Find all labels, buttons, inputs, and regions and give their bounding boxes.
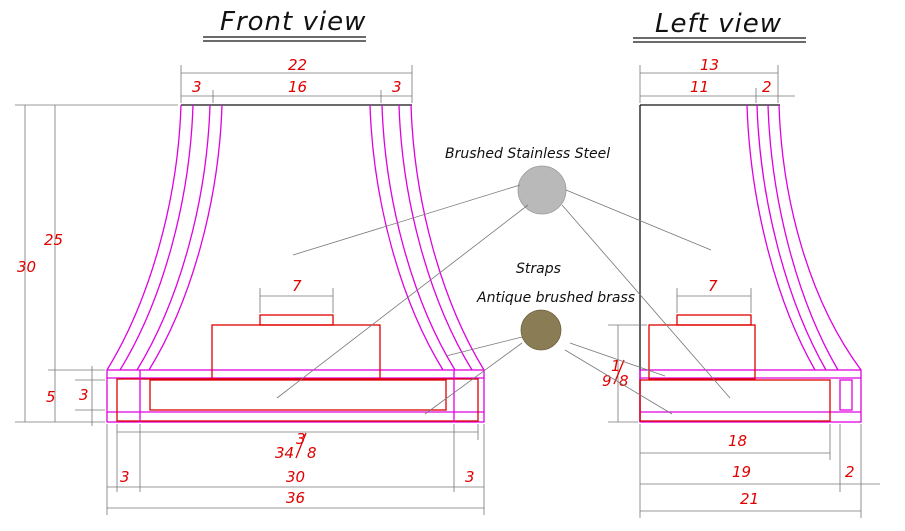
left-strap-block: [648, 324, 756, 380]
front-strap-dim: [259, 288, 334, 313]
brass-swatch: [520, 309, 562, 351]
front-dim-top-right: 3: [392, 78, 402, 96]
left-dim-bottom-inner: 18: [728, 432, 747, 450]
left-view-title: Left view: [655, 9, 782, 39]
front-dim-bottom-total: 36: [286, 489, 305, 507]
left-dim-bottom-total: 21: [740, 490, 759, 508]
front-dim-height-total: 30: [17, 258, 36, 276]
front-dim-top-left: 3: [192, 78, 202, 96]
front-strap-block: [211, 324, 381, 380]
brass-leaders: [424, 336, 673, 415]
straps-title: Straps: [516, 261, 561, 277]
front-dim-fraction-bar: [295, 432, 307, 459]
left-strap-cap: [676, 314, 752, 326]
left-strap-dim: [676, 288, 752, 313]
left-dim-top-total: 13: [700, 56, 719, 74]
front-dim-top-mid: 16: [288, 78, 307, 96]
left-top-dims: [639, 65, 795, 103]
left-dim-bottom-mid: 19: [732, 463, 751, 481]
left-bottom-dims: [639, 424, 880, 518]
left-dim-top-right: 2: [762, 78, 772, 96]
left-dim-strap: 7: [708, 277, 718, 295]
front-dim-height-upper: 25: [44, 231, 63, 249]
front-dim-bottom-strap-den: 8: [307, 444, 317, 462]
front-hood: [106, 104, 485, 423]
front-height-dims: [15, 104, 178, 426]
front-dim-bottom-strap-num: 3: [296, 430, 306, 448]
front-dim-bottom-right: 3: [465, 468, 475, 486]
left-dim-side-whole: 9: [602, 372, 612, 390]
front-strap-cap: [259, 314, 334, 326]
left-dim-side-num: 1: [611, 357, 621, 375]
front-dim-top-total: 22: [288, 56, 307, 74]
left-dim-bottom-right: 2: [845, 463, 855, 481]
steel-leaders: [276, 184, 731, 399]
left-dim-side-den: 8: [619, 372, 629, 390]
front-dim-band: 3: [79, 386, 89, 404]
front-dim-strap: 7: [292, 277, 302, 295]
steel-label: Brushed Stainless Steel: [445, 146, 610, 162]
front-bottom-dims: [106, 424, 485, 515]
front-view-title: Front view: [220, 7, 366, 37]
front-dim-bottom-strap-whole: 34: [275, 444, 294, 462]
front-dim-height-lower: 5: [46, 388, 56, 406]
front-dim-bottom-mid: 30: [286, 468, 305, 486]
left-dim-top-mid: 11: [690, 78, 709, 96]
front-top-dims: [180, 65, 413, 103]
front-dim-bottom-left: 3: [120, 468, 130, 486]
left-hood: [639, 104, 862, 423]
brass-label: Antique brushed brass: [476, 290, 635, 306]
